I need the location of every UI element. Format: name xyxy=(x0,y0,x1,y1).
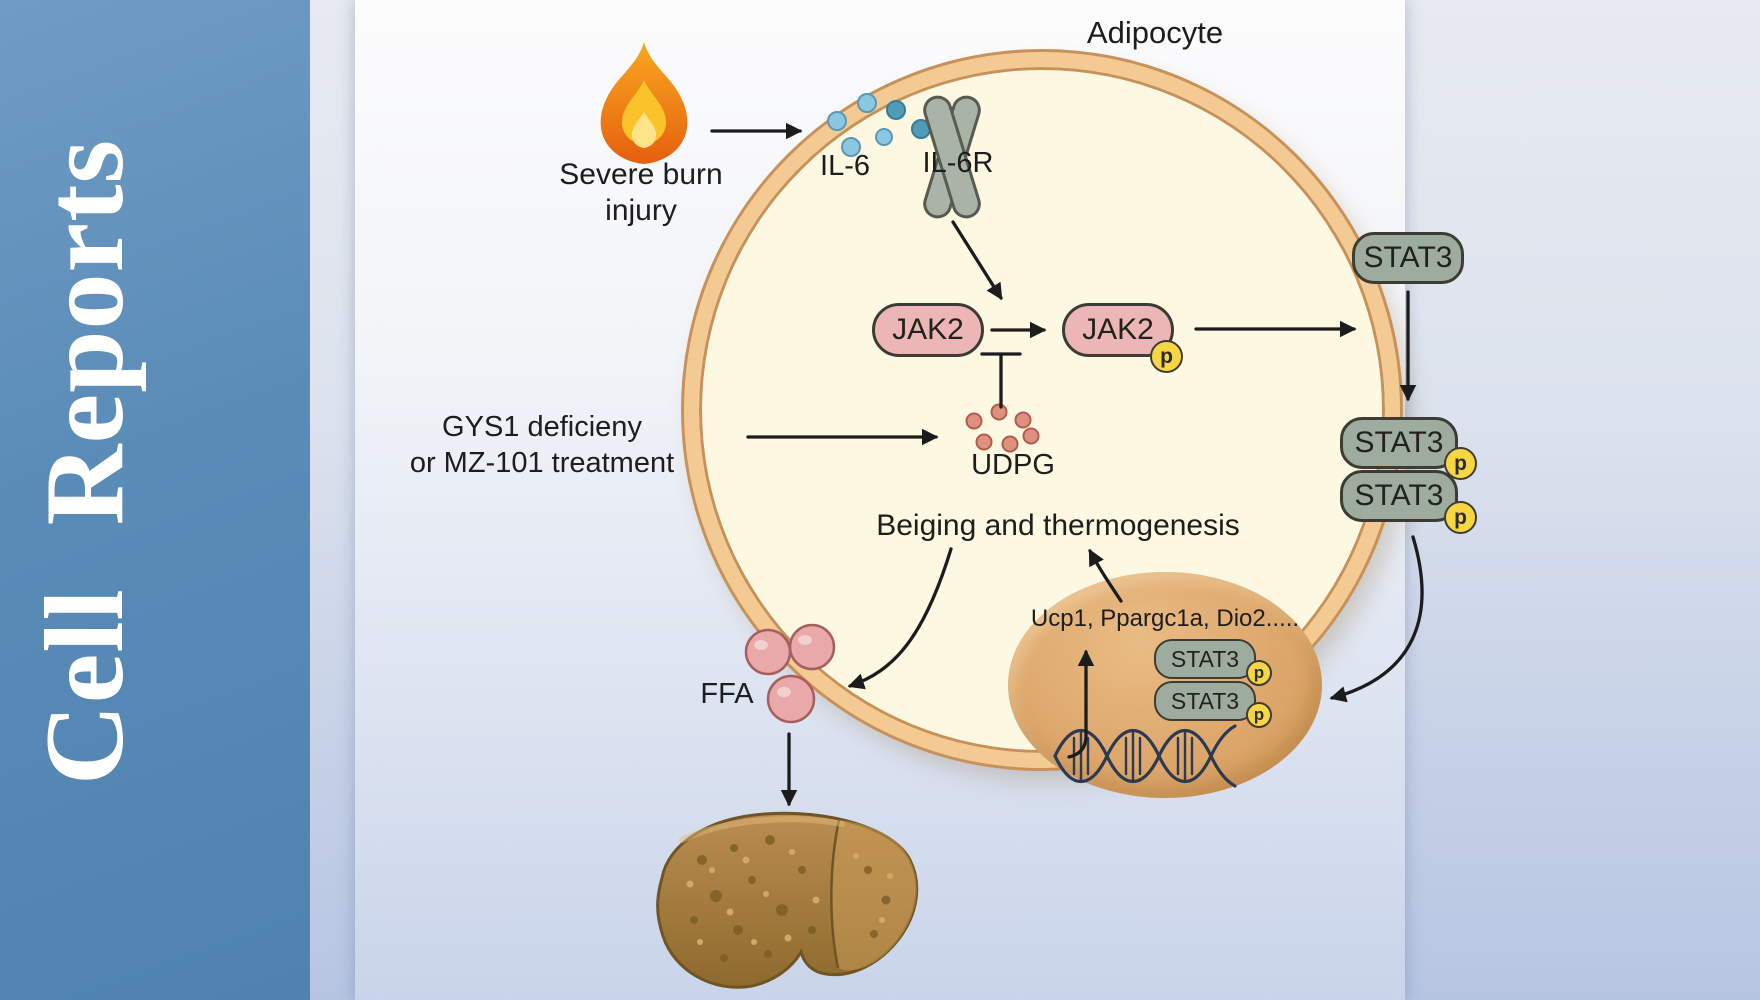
jak2-label: JAK2 xyxy=(892,313,964,346)
phospho-badge-nuclear-1: p xyxy=(1246,660,1272,686)
journal-sidebar: Cell Reports xyxy=(0,0,310,1000)
phospho-badge-dimer-1: p xyxy=(1444,447,1477,480)
stat3-nuclear-box-2: STAT3 xyxy=(1154,681,1256,721)
jak2-phospho-label: JAK2 xyxy=(1082,313,1154,346)
journal-name: Cell Reports xyxy=(23,138,147,786)
intervention-label-line1: GYS1 deficieny xyxy=(442,411,642,443)
stat3-label: STAT3 xyxy=(1363,241,1453,274)
stat3-box: STAT3 xyxy=(1352,232,1464,284)
outcome-label: Beiging and thermogenesis xyxy=(876,509,1240,542)
stimulus-label-line2: injury xyxy=(605,194,677,227)
intervention-label-line2: or MZ-101 treatment xyxy=(409,447,675,479)
stat3-dimer-box-2: STAT3 xyxy=(1340,470,1458,522)
stat3-dimer-box-1: STAT3 xyxy=(1340,417,1458,469)
cell-title: Adipocyte xyxy=(1086,15,1224,50)
phospho-badge-jak2: p xyxy=(1150,340,1183,373)
il6r-label: IL-6R xyxy=(922,147,994,179)
target-genes-label: Ucp1, Ppargc1a, Dio2..... xyxy=(1030,605,1300,632)
phospho-badge-nuclear-2: p xyxy=(1246,702,1272,728)
phospho-badge-dimer-2: p xyxy=(1444,501,1477,534)
ffa-label: FFA xyxy=(700,678,754,710)
jak2-box: JAK2 xyxy=(872,303,984,357)
stat3-nuclear-box-1: STAT3 xyxy=(1154,639,1256,679)
il6-label: IL-6 xyxy=(820,150,870,182)
udpg-label: UDPG xyxy=(971,449,1055,481)
stimulus-label-line1: Severe burn xyxy=(559,158,723,191)
